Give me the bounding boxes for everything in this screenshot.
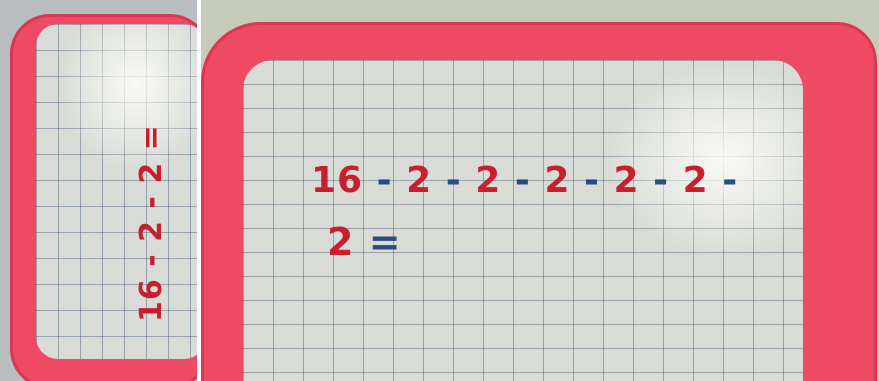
equation-right-line-2: 2 = (327, 220, 402, 264)
eq-part: = (134, 124, 169, 151)
light-glare (603, 60, 803, 260)
eq-part: - (134, 253, 169, 267)
eq-part: - (134, 195, 169, 209)
eq-part: 2 (682, 160, 709, 201)
eq-part: 2 (327, 220, 355, 264)
eq-part: 2 (134, 161, 169, 184)
eq-part: 2 (406, 160, 433, 201)
grid-surface (36, 24, 197, 359)
eq-part: - (445, 160, 462, 201)
light-glare (56, 24, 197, 174)
eq-part: = (368, 220, 402, 264)
eq-part: 2 (134, 220, 169, 242)
eq-part: 2 (544, 160, 571, 201)
photo-right: 16 - 2 - 2 - 2 - 2 - 2 - 2 = (201, 0, 879, 381)
eq-part: 16 (134, 278, 169, 322)
eq-part: - (583, 160, 600, 201)
grid-surface (243, 60, 803, 381)
eq-part: - (722, 160, 739, 201)
eq-part: - (514, 160, 531, 201)
photo-left: 16 - 2 - 2 = (0, 0, 197, 381)
equation-left: 16 - 2 - 2 = (134, 124, 169, 322)
eq-part: 2 (475, 160, 502, 201)
eq-part: - (376, 160, 393, 201)
eq-part: 16 (311, 160, 364, 201)
eq-part: 2 (613, 160, 640, 201)
equation-right-line-1: 16 - 2 - 2 - 2 - 2 - 2 - (311, 160, 738, 201)
eq-part: - (653, 160, 670, 201)
